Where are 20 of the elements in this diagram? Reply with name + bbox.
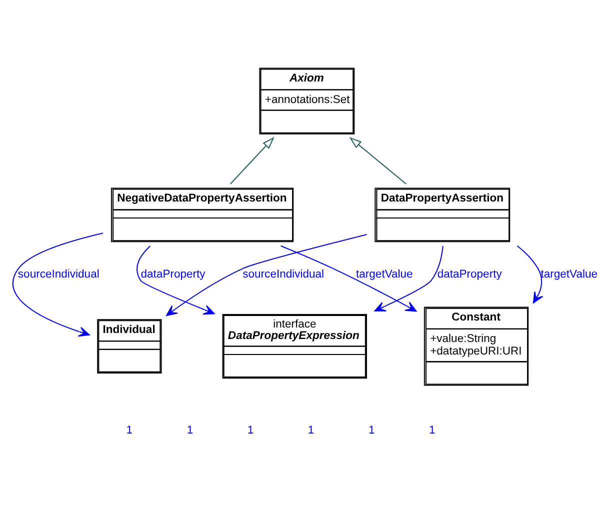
- edge-label: targetValue: [540, 268, 598, 280]
- arrow: [136, 245, 215, 314]
- edge-label: dataProperty: [140, 268, 206, 280]
- arrow: [516, 245, 544, 303]
- label: 1: [368, 424, 375, 436]
- arrow: [12, 232, 104, 336]
- edge-label: targetValue: [356, 268, 413, 280]
- arrow: [374, 245, 444, 311]
- label: 1: [429, 424, 436, 436]
- label: 1: [308, 424, 314, 436]
- label: 1: [126, 424, 133, 436]
- edge-label: sourceIndividual: [18, 268, 100, 280]
- arrow: [349, 136, 406, 184]
- label: 1: [186, 424, 194, 436]
- arrow: [280, 244, 417, 312]
- arrow: [166, 234, 367, 316]
- edge-label: sourceIndividual: [242, 268, 324, 280]
- edge-label: dataProperty: [437, 268, 502, 280]
- arrow: [230, 136, 274, 184]
- label: 1: [247, 424, 254, 436]
